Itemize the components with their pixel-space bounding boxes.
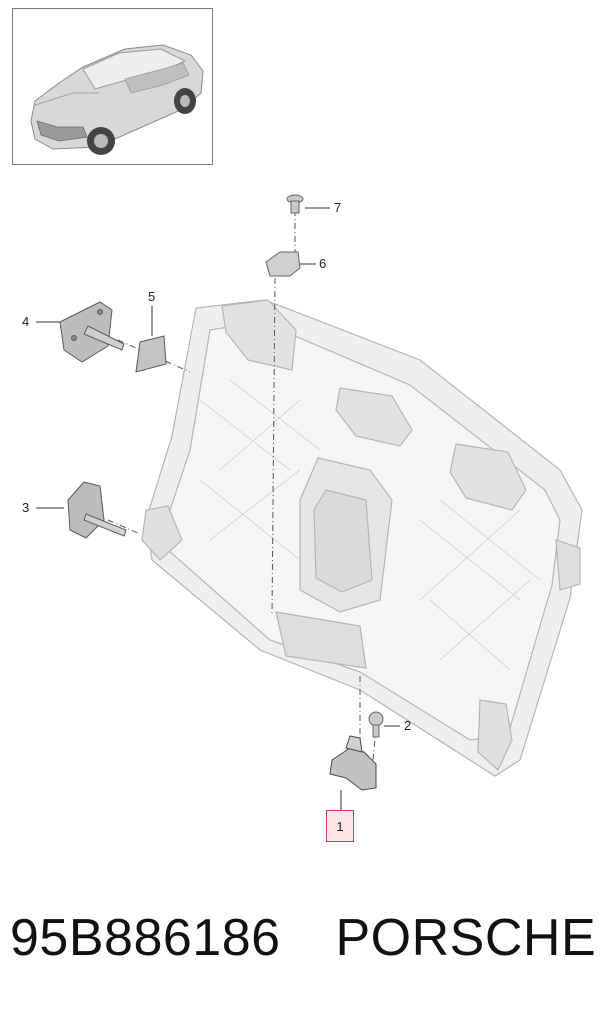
- callout-5: 5: [148, 289, 156, 304]
- part-4-hinge: [59, 301, 125, 363]
- callout-6: 6: [319, 256, 327, 271]
- exploded-diagram: [36, 194, 583, 810]
- car-thumbnail-icon: [30, 44, 204, 155]
- part-5-pad: [135, 335, 167, 373]
- vehicle-thumbnail: [12, 8, 213, 165]
- part-2-bolt: [368, 711, 384, 738]
- callout-1-highlighted: 1: [326, 810, 354, 842]
- callout-7: 7: [334, 200, 342, 215]
- brand-name: PORSCHE: [335, 909, 597, 967]
- callout-3: 3: [22, 500, 30, 515]
- part-3-bracket: [67, 481, 127, 539]
- callout-4: 4: [22, 314, 30, 329]
- footer: 95B886186 PORSCHE: [10, 908, 596, 968]
- part-6-bracket: [265, 251, 301, 277]
- part-1-hinge-bracket: [329, 735, 377, 791]
- callout-1: 1: [336, 818, 344, 834]
- leader-lines: [36, 207, 400, 810]
- part-number: 95B886186: [10, 909, 281, 967]
- part-7-screw: [286, 194, 304, 214]
- callout-2: 2: [404, 718, 412, 733]
- seat-backrest-frame: [141, 299, 583, 777]
